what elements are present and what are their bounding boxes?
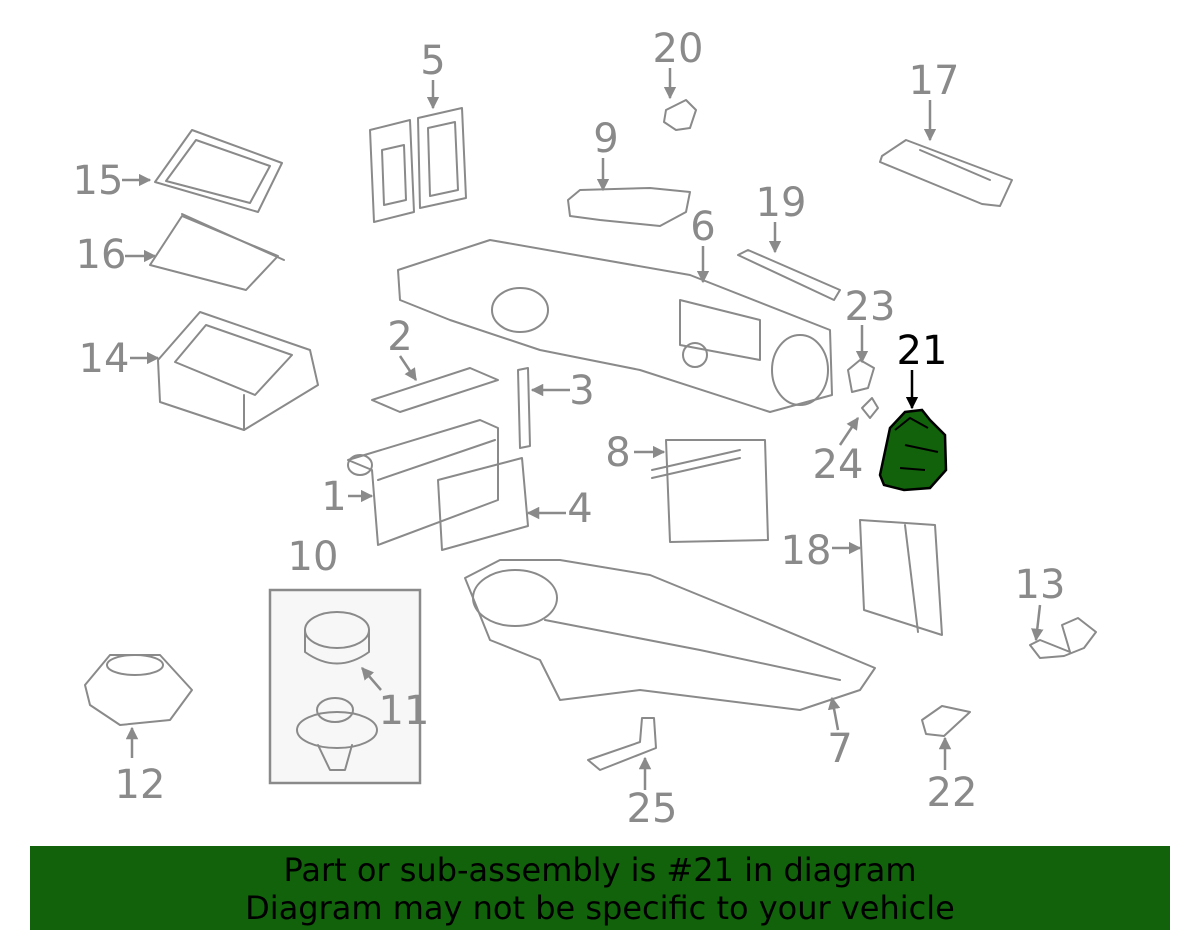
part-1-evaporator[interactable]	[347, 419, 499, 546]
banner-line-2: Diagram may not be specific to your vehi…	[245, 889, 955, 927]
part-8-heater-core[interactable]	[651, 439, 769, 543]
callout-18: 18	[781, 528, 832, 574]
callout-16: 16	[76, 232, 127, 278]
part-6-upper-case[interactable]	[397, 239, 833, 413]
callout-23: 23	[845, 284, 896, 330]
callout-13: 13	[1015, 562, 1066, 608]
leader-lines	[122, 68, 1044, 790]
part-3-seal[interactable]	[517, 367, 531, 449]
part-13-sensor[interactable]	[1029, 617, 1097, 659]
callout-1: 1	[321, 474, 346, 520]
callout-9: 9	[593, 116, 618, 162]
part-16-filter[interactable]	[149, 213, 285, 291]
part-19-seal[interactable]	[737, 249, 841, 301]
callout-20: 20	[653, 26, 704, 72]
part-15-frame[interactable]	[154, 129, 283, 213]
callout-7: 7	[827, 726, 852, 772]
part-9-duct[interactable]	[567, 187, 691, 227]
callout-24: 24	[813, 442, 864, 488]
callout-19: 19	[756, 180, 807, 226]
callout-3: 3	[569, 368, 594, 414]
part-21-actuator-highlighted[interactable]	[878, 408, 948, 492]
part-14-housing[interactable]	[157, 311, 319, 431]
part-17-duct[interactable]	[879, 139, 1013, 207]
part-18-door[interactable]	[859, 519, 943, 636]
parts-diagram: 1 2 3 4 5 6 7 8 9 10 11 12 13 14 15 16 1…	[73, 26, 1097, 832]
callout-21: 21	[897, 328, 948, 374]
part-23-actuator[interactable]	[847, 359, 875, 393]
callout-labels: 1 2 3 4 5 6 7 8 9 10 11 12 13 14 15 16 1…	[73, 26, 1066, 832]
callout-11: 11	[379, 688, 430, 734]
callout-6: 6	[690, 204, 715, 250]
callout-14: 14	[79, 336, 130, 382]
part-25-bracket[interactable]	[587, 717, 657, 771]
part-10-blower-assembly[interactable]	[268, 588, 422, 785]
part-4-seal[interactable]	[437, 457, 529, 551]
banner-line-1: Part or sub-assembly is #21 in diagram	[283, 851, 917, 889]
part-24-link[interactable]	[861, 397, 879, 419]
callout-15: 15	[73, 158, 124, 204]
callout-4: 4	[567, 486, 592, 532]
callout-12: 12	[115, 762, 166, 808]
callout-2: 2	[387, 314, 412, 360]
part-22-bracket[interactable]	[921, 705, 971, 737]
callout-10: 10	[288, 534, 339, 580]
part-2-gasket[interactable]	[371, 367, 499, 413]
callout-8: 8	[605, 430, 630, 476]
part-7-lower-case[interactable]	[464, 559, 876, 711]
callout-22: 22	[927, 770, 978, 816]
part-5-vent[interactable]	[369, 107, 467, 223]
callout-17: 17	[909, 58, 960, 104]
callout-5: 5	[420, 38, 445, 84]
part-12-housing[interactable]	[84, 654, 193, 726]
info-banner: Part or sub-assembly is #21 in diagram D…	[30, 846, 1170, 930]
part-20-clip[interactable]	[663, 99, 697, 131]
callout-25: 25	[627, 786, 678, 832]
